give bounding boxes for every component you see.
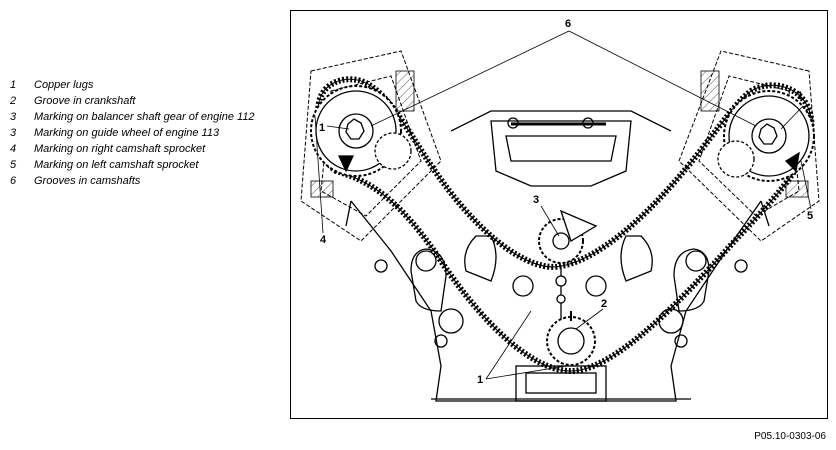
legend-item: 4 Marking on right camshaft sprocket xyxy=(10,143,280,156)
legend-number: 6 xyxy=(10,175,17,187)
callout-6: 6 xyxy=(565,18,571,30)
legend-text: Groove in crankshaft xyxy=(34,95,136,107)
engine-timing-diagram: 6 1 1 3 2 1 4 5 xyxy=(290,10,828,419)
legend-text: Marking on guide wheel of engine 113 xyxy=(34,127,220,139)
legend-item: 6 Grooves in camshafts xyxy=(10,175,280,188)
legend-text: Copper lugs xyxy=(34,79,94,91)
legend-number: 2 xyxy=(10,95,17,107)
legend-text: Marking on balancer shaft gear of engine… xyxy=(34,111,255,123)
left-cylinder-head-outline xyxy=(300,50,442,242)
callout-1-right: 1 xyxy=(797,90,803,102)
callout-2: 2 xyxy=(601,298,607,310)
legend-number: 4 xyxy=(10,143,17,155)
right-camshaft-sprocket xyxy=(717,90,815,182)
legend-item: 1 Copper lugs xyxy=(10,79,280,92)
legend-number: 3 xyxy=(10,127,17,139)
legend-item: 2 Groove in crankshaft xyxy=(10,95,280,108)
right-cylinder-head-outline xyxy=(678,50,820,242)
left-camshaft-sprocket xyxy=(310,85,412,177)
callout-1-bottom: 1 xyxy=(477,374,483,386)
legend-text: Grooves in camshafts xyxy=(34,175,141,187)
legend-number: 3 xyxy=(10,111,17,123)
hatched-pads xyxy=(310,70,809,198)
crankshaft-sprocket xyxy=(546,311,596,366)
leader-lines xyxy=(314,30,812,380)
legend-text: Marking on right camshaft sprocket xyxy=(34,143,206,155)
legend-item: 5 Marking on left camshaft sprocket xyxy=(10,159,280,172)
legend-item: 3 Marking on balancer shaft gear of engin… xyxy=(10,111,280,124)
callout-4: 4 xyxy=(320,234,327,246)
callout-3: 3 xyxy=(533,194,539,206)
legend-number: 1 xyxy=(10,79,17,91)
legend-item: 3 Marking on guide wheel of engine 113 xyxy=(10,127,280,140)
engine-drawing: 6 1 1 3 2 1 4 5 xyxy=(300,18,820,402)
engine-block xyxy=(345,110,770,402)
callout-5: 5 xyxy=(807,210,813,222)
legend-number: 5 xyxy=(10,159,17,171)
figure-code: P05.10-0303-06 xyxy=(754,431,826,442)
timing-chain xyxy=(315,76,815,375)
callout-1-left: 1 xyxy=(319,122,325,134)
balancer-shaft-gear xyxy=(538,209,598,321)
legend-text: Marking on left camshaft sprocket xyxy=(34,159,199,171)
